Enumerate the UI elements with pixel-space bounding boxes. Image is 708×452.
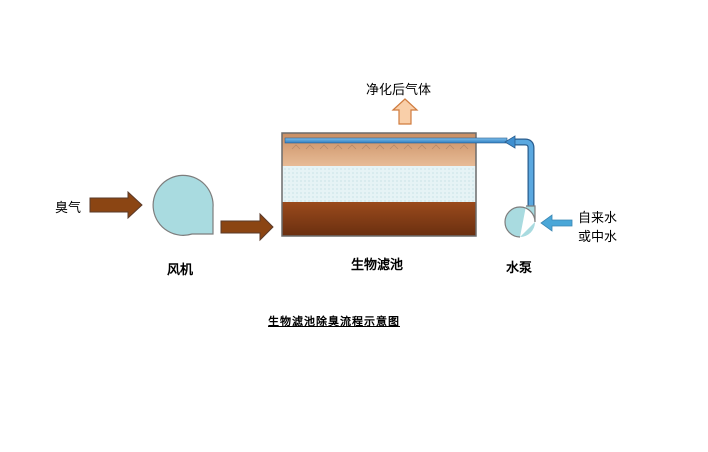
water-inlet-arrow: [540, 214, 573, 232]
water-riser-pipe: [504, 135, 535, 206]
odor-inlet-arrow: [89, 190, 143, 220]
purified-gas-label: 净化后气体: [366, 83, 432, 98]
diagram-caption: 生物滤池除臭流程示意图: [268, 315, 400, 328]
biofilter-label: 生物滤池: [351, 258, 404, 273]
water-source-label-line2: 或中水: [578, 230, 618, 245]
odor-gas-label: 臭气: [55, 201, 82, 216]
water-source-label-line1: 自来水: [578, 211, 618, 226]
pump-label: 水泵: [506, 261, 533, 276]
biofilter-tank: [281, 132, 477, 237]
blower-label: 风机: [167, 263, 194, 278]
spray-pipe: [284, 137, 508, 144]
pump-icon: [504, 205, 536, 238]
purified-gas-arrow: [391, 98, 419, 125]
blower-outlet-arrow: [220, 212, 274, 242]
blower-icon: [152, 174, 214, 236]
